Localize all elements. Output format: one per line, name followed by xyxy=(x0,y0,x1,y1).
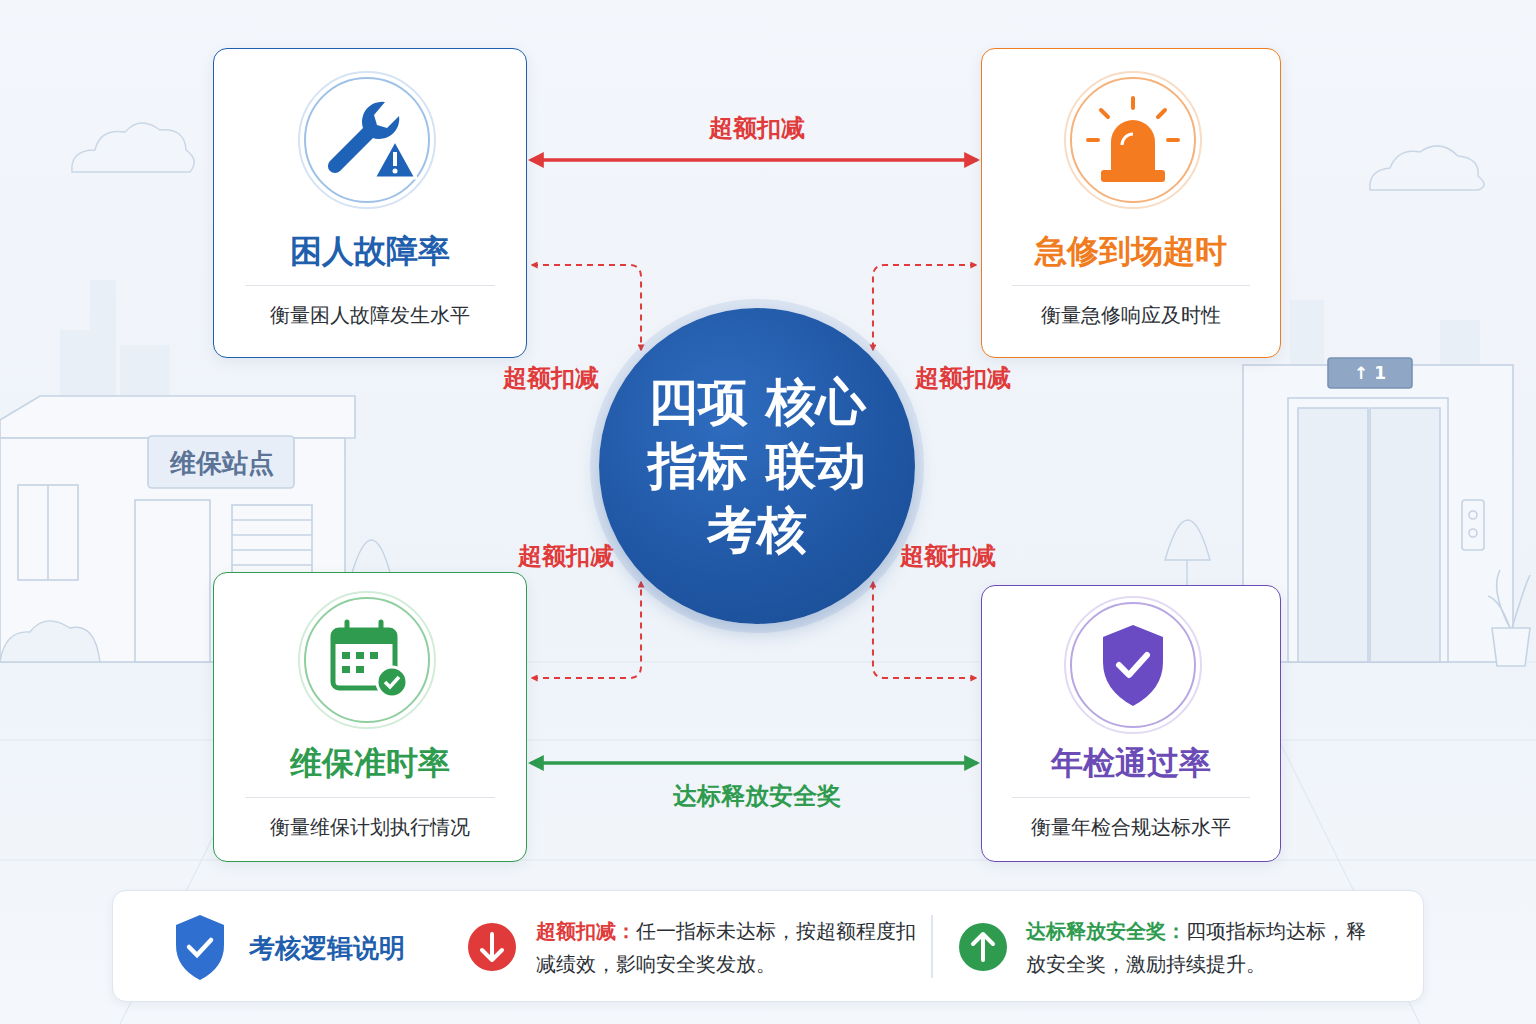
plant-leaves xyxy=(1488,570,1530,628)
edge-label: 超额扣减 xyxy=(900,541,996,571)
metric-description: 衡量困人故障发生水平 xyxy=(245,285,495,330)
metric-card: 年检通过率衡量年检合规达标水平 xyxy=(981,585,1281,862)
metric-title: 维保准时率 xyxy=(290,741,450,785)
rule-block: 达标释放安全奖：四项指标均达标，释放安全奖，激励持续提升。 xyxy=(1026,915,1371,981)
metric-card: 急修到场超时衡量急修响应及时性 xyxy=(981,48,1281,358)
call-button xyxy=(1469,511,1477,519)
wrench-warning-icon xyxy=(299,72,435,208)
metric-card: 维保准时率衡量维保计划执行情况 xyxy=(213,572,527,862)
dashed-connector xyxy=(532,582,641,678)
call-button xyxy=(1469,529,1477,537)
shield xyxy=(1103,625,1163,706)
metric-title: 急修到场超时 xyxy=(1035,229,1227,273)
warning-dot xyxy=(393,169,398,174)
icon-circle xyxy=(1071,603,1195,727)
station-sign xyxy=(148,436,294,488)
station-roof xyxy=(0,396,355,438)
calendar-icon xyxy=(299,592,435,728)
alarm-light-icon xyxy=(1065,72,1201,208)
elevator-door xyxy=(1370,408,1440,662)
alarm-shine xyxy=(1122,134,1133,145)
station-window xyxy=(18,485,78,580)
rule-title: 达标释放安全奖： xyxy=(1026,919,1186,943)
calendar-cells xyxy=(342,652,378,673)
warning-mark xyxy=(393,152,397,166)
icon-circle xyxy=(305,78,429,202)
elevator xyxy=(1243,358,1530,666)
elevator-door xyxy=(1298,408,1368,662)
calendar-body xyxy=(333,630,395,688)
logic-panel: 超额扣减：任一指标未达标，按超额程度扣减绩效，影响安全奖发放。 达标释放安全奖：四… xyxy=(112,890,1424,1002)
warning-triangle xyxy=(374,140,416,178)
elevator-wall xyxy=(1243,365,1513,662)
edge-label: 超额扣减 xyxy=(503,363,599,393)
tower xyxy=(90,280,116,400)
connector-arrow xyxy=(531,761,977,765)
cloud xyxy=(1370,146,1484,190)
metric-description: 衡量维保计划执行情况 xyxy=(245,797,495,842)
tower xyxy=(1290,300,1324,370)
plant-pot xyxy=(1492,628,1530,666)
metric-card: 困人故障率衡量困人故障发生水平 xyxy=(213,48,527,358)
up-badge xyxy=(959,923,1007,971)
rule-title: 超额扣减： xyxy=(536,919,636,943)
check-mark xyxy=(1119,655,1147,675)
center-title: 四项 核心指标 联动考核 xyxy=(642,370,872,562)
calendar-rings xyxy=(347,622,381,636)
tree xyxy=(1165,520,1210,560)
call-panel xyxy=(1462,500,1484,550)
shutter-slats xyxy=(232,520,312,580)
edge-label: 超额扣减 xyxy=(709,113,805,143)
icon-circle xyxy=(305,598,429,722)
dashed-connector xyxy=(532,265,641,350)
elevator-sign xyxy=(1328,358,1412,388)
edge-label: 达标释放安全奖 xyxy=(673,781,841,811)
wrench xyxy=(328,102,399,173)
alarm-rays xyxy=(1088,98,1178,140)
down-badge xyxy=(468,923,516,971)
center-circle: 四项 核心指标 联动考核 xyxy=(599,308,915,624)
metric-title: 困人故障率 xyxy=(290,229,450,273)
icon-ring xyxy=(299,72,435,208)
dashed-connector xyxy=(873,582,976,678)
edge-label: 超额扣减 xyxy=(915,363,1011,393)
panel-icons xyxy=(176,915,1007,980)
tower xyxy=(120,345,170,400)
check-mark xyxy=(189,940,211,955)
icon-circle xyxy=(1071,78,1195,202)
dashed-connector xyxy=(873,265,976,350)
up-arrow xyxy=(973,934,993,960)
metric-title: 年检通过率 xyxy=(1051,741,1211,785)
calendar-top xyxy=(333,630,395,644)
rule-block: 超额扣减：任一指标未达标，按超额程度扣减绩效，影响安全奖发放。 xyxy=(536,915,921,981)
icon-ring xyxy=(1065,72,1201,208)
icon-ring xyxy=(1065,597,1201,733)
metric-description: 衡量急修响应及时性 xyxy=(1012,285,1250,330)
down-arrow xyxy=(482,934,502,960)
elevator-frame xyxy=(1288,398,1448,662)
elevator-floor-sign: ↑ 1 xyxy=(1330,360,1410,386)
edge-label: 超额扣减 xyxy=(518,541,614,571)
cloud xyxy=(72,123,194,172)
check-mark xyxy=(385,677,399,687)
metric-description: 衡量年检合规达标水平 xyxy=(1012,797,1250,842)
panel-divider xyxy=(931,915,933,978)
check-badge xyxy=(377,667,407,697)
connector-arrow xyxy=(531,158,977,162)
shield-icon xyxy=(1065,597,1201,733)
shield xyxy=(176,915,224,980)
alarm-dome xyxy=(1111,120,1155,170)
icon-ring xyxy=(299,592,435,728)
panel-heading: 考核逻辑说明 xyxy=(249,931,405,966)
station-door xyxy=(135,500,210,662)
station-sign-text: 维保站点 xyxy=(150,440,294,486)
alarm-base xyxy=(1101,170,1165,182)
bush xyxy=(0,621,100,662)
window-bar xyxy=(47,485,49,580)
